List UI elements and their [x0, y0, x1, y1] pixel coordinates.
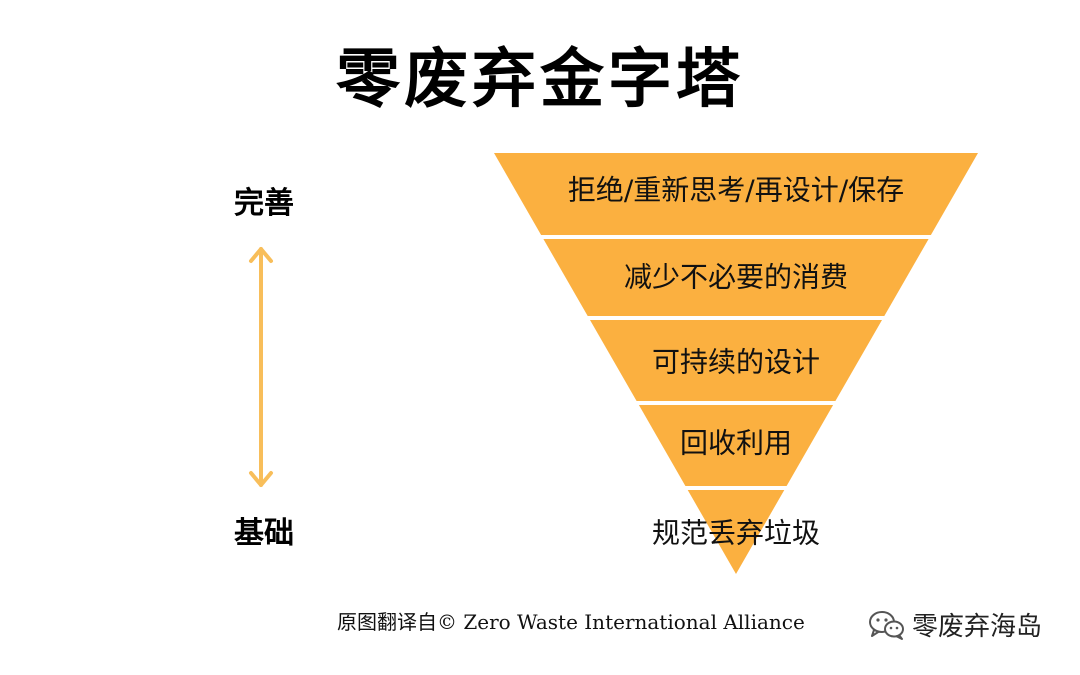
page-title: 零废弃金字塔 [336, 43, 744, 117]
scale-top-label: 完善 [234, 186, 294, 221]
pyramid-tier-4 [638, 405, 834, 486]
wechat-icon [869, 610, 904, 640]
pyramid-tier-label-4: 回收利用 [680, 427, 792, 460]
pyramid-tier-1 [494, 153, 978, 235]
scale-bottom-label: 基础 [234, 516, 294, 551]
pyramid-tier-label-1: 拒绝/重新思考/再设计/保存 [568, 174, 904, 207]
pyramid-tier-label-3: 可持续的设计 [652, 346, 820, 379]
account-watermark: 零废弃海岛 [868, 606, 1042, 643]
double-arrow-icon [249, 247, 273, 487]
pyramid-tier-2 [543, 239, 929, 316]
pyramid-tier-5 [687, 490, 785, 574]
pyramid-tier-3 [590, 320, 882, 401]
pyramid-tier-label-5: 规范丢弃垃圾 [652, 517, 820, 550]
arrow-head-down [249, 471, 273, 487]
arrow-head-up [249, 247, 273, 263]
pyramid-tier-label-2: 减少不必要的消费 [624, 261, 848, 294]
tier-shapes [494, 153, 978, 574]
source-credit: 原图翻译自© Zero Waste International Alliance [337, 610, 805, 634]
watermark-text: 零废弃海岛 [912, 612, 1043, 642]
